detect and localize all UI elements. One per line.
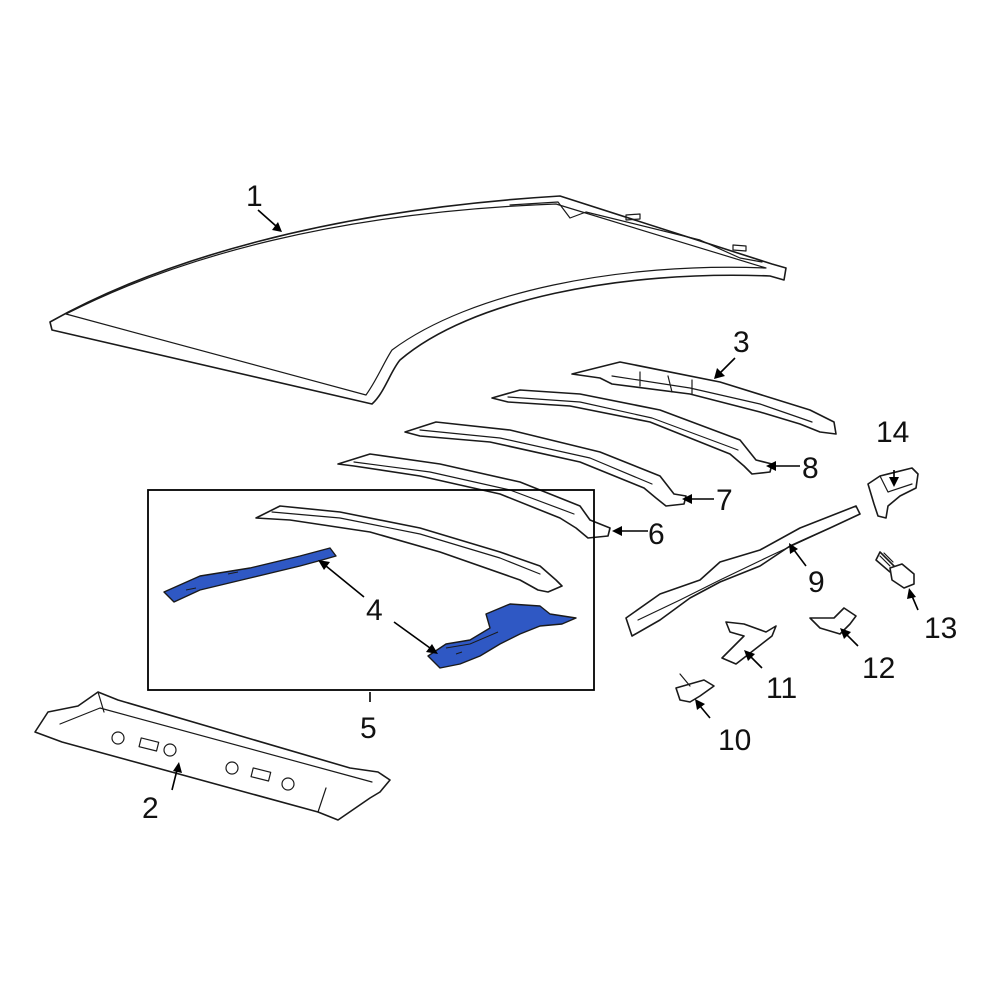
callout-8: 8 <box>802 452 819 485</box>
callout-9: 9 <box>808 566 825 599</box>
reinforcement-right[interactable] <box>427 603 577 669</box>
roof-bow-8[interactable] <box>491 389 773 475</box>
callout-12: 12 <box>862 652 895 685</box>
callout-13: 13 <box>924 612 957 645</box>
clip-12[interactable] <box>809 607 857 635</box>
clip-10[interactable] <box>675 673 715 703</box>
roof-bow-7[interactable] <box>404 421 687 507</box>
callout-3: 3 <box>733 326 750 359</box>
bolt-13[interactable] <box>875 551 915 589</box>
callout-14: 14 <box>876 416 909 449</box>
roof-bow-inset[interactable] <box>255 505 563 593</box>
rear-header-panel[interactable] <box>34 691 391 821</box>
callout-6: 6 <box>648 518 665 551</box>
callout-7: 7 <box>716 484 733 517</box>
front-header[interactable] <box>571 361 837 435</box>
roof-panel[interactable] <box>49 195 787 405</box>
callout-11: 11 <box>766 672 797 705</box>
callout-5: 5 <box>360 712 377 745</box>
callout-10: 10 <box>718 724 751 757</box>
callout-2: 2 <box>142 792 159 825</box>
callout-4: 4 <box>366 594 383 627</box>
leader-lines <box>171 209 919 791</box>
inset-frame <box>147 489 595 691</box>
roof-bow-6[interactable] <box>337 453 611 539</box>
callout-1: 1 <box>246 180 263 213</box>
bracket-14[interactable] <box>867 467 919 519</box>
reinforcement-left[interactable] <box>163 547 337 603</box>
